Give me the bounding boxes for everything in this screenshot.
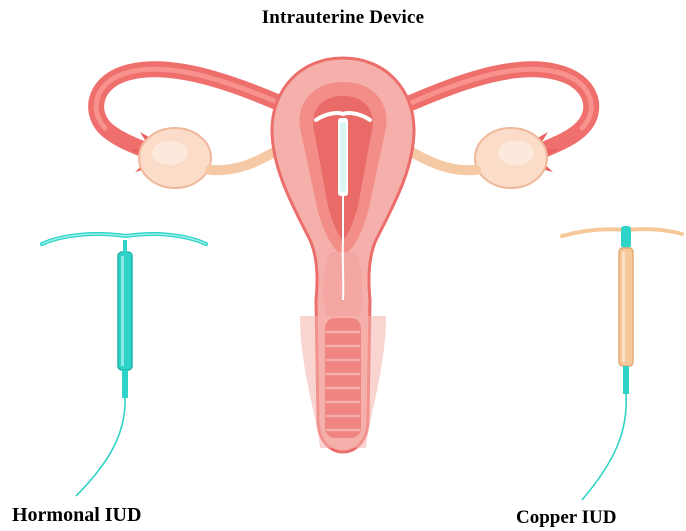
hormonal-iud-label: Hormonal IUD: [12, 505, 141, 525]
copper-iud-icon: [562, 226, 682, 500]
diagram-title: Intrauterine Device: [0, 8, 686, 27]
copper-iud-label: Copper IUD: [516, 508, 616, 527]
hormonal-iud-icon: [42, 234, 206, 496]
